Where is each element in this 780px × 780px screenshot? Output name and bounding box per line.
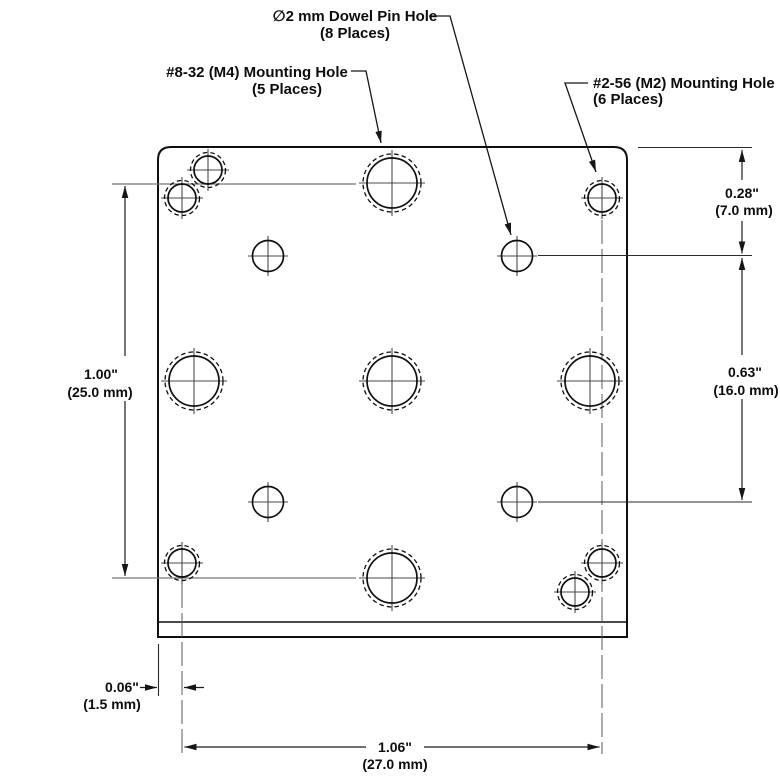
m4-mounting-hole [359, 545, 425, 611]
leader-lines [351, 15, 597, 236]
dowel-pin-hole [248, 236, 288, 276]
m4-mounting-hole [359, 150, 425, 216]
dim-edge-offset-in: 0.06" [105, 679, 139, 695]
leader-dowel-hole [429, 15, 512, 236]
dim-mid-right-mm: (16.0 mm) [713, 382, 778, 398]
m4-mounting-hole-places: (5 Places) [252, 81, 322, 98]
dim-bottom-width-in: 1.06" [378, 739, 412, 755]
dowel-pin-hole [497, 236, 537, 276]
dowel-hole-label: ∅2 mm Dowel Pin Hole [273, 8, 438, 25]
dowel-pin-hole [497, 482, 537, 522]
dim-top-right-mm: (7.0 mm) [715, 202, 773, 218]
dim-mid-right-in: 0.63" [728, 364, 762, 380]
dimension-texts: 1.00" (25.0 mm) 0.28" (7.0 mm) 0.63" (16… [67, 185, 778, 772]
dowel-hole-places: (8 Places) [320, 25, 390, 42]
m2-mounting-hole [581, 542, 623, 584]
m2-mounting-hole [187, 149, 229, 191]
m2-mounting-hole-places: (6 Places) [593, 91, 663, 108]
dim-left-height-in: 1.00" [84, 366, 118, 382]
m4-mounting-hole [161, 348, 227, 414]
extension-lines [112, 146, 752, 696]
holes-layer [161, 149, 623, 613]
dim-left-height-mm: (25.0 mm) [67, 384, 132, 400]
dimension-lines [121, 150, 746, 751]
leader-m2-hole [564, 82, 597, 173]
m2-mounting-hole-label: #2-56 (M2) Mounting Hole [593, 75, 775, 92]
dim-edge-offset-mm: (1.5 mm) [83, 696, 141, 712]
m4-mounting-hole-label: #8-32 (M4) Mounting Hole [166, 64, 348, 81]
m2-mounting-hole [161, 542, 203, 584]
plate-outline [157, 146, 628, 638]
m4-mounting-hole [359, 348, 425, 414]
m4-mounting-hole [557, 348, 623, 414]
m2-mounting-hole [161, 177, 203, 219]
centerlines [181, 220, 603, 754]
m2-mounting-hole [581, 177, 623, 219]
callout-labels: ∅2 mm Dowel Pin Hole (8 Places) #8-32 (M… [166, 8, 775, 108]
dowel-pin-hole [248, 482, 288, 522]
m2-mounting-hole [554, 571, 596, 613]
dim-top-right-in: 0.28" [725, 185, 759, 201]
dim-bottom-width-mm: (27.0 mm) [362, 756, 427, 772]
leader-m4-hole [351, 70, 382, 144]
